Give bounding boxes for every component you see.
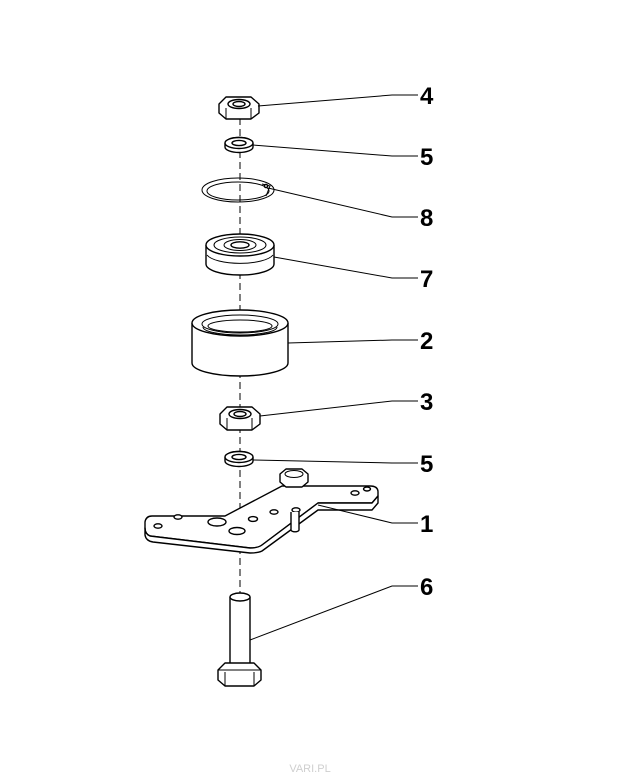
callout-number: 4 — [420, 83, 434, 110]
leader-2 — [287, 339, 418, 344]
part-bracket — [144, 468, 379, 554]
leader-7 — [273, 256, 418, 279]
part-roller — [191, 309, 289, 377]
leader-lines — [249, 94, 418, 641]
part-nut-top — [218, 96, 260, 120]
leader-8 — [267, 187, 418, 218]
leader-4 — [257, 94, 418, 107]
part-bearing — [205, 233, 275, 276]
leader-6 — [249, 585, 418, 641]
callout-number: 2 — [420, 328, 433, 355]
leader-3 — [259, 400, 418, 417]
callout-number: 6 — [420, 574, 433, 601]
part-washer-top — [224, 136, 254, 154]
leader-5-top — [252, 144, 418, 157]
leader-5-mid — [252, 459, 418, 464]
callout-number: 5 — [420, 144, 433, 171]
watermark: VARI.PL — [289, 763, 330, 775]
callout-number: 7 — [420, 266, 433, 293]
callout-number: 3 — [420, 389, 433, 416]
part-bolt — [217, 592, 262, 687]
part-circlip — [201, 177, 275, 203]
callout-number: 5 — [420, 451, 433, 478]
part-washer-mid — [224, 450, 254, 468]
part-nut-mid — [219, 406, 261, 431]
callout-number: 8 — [420, 205, 433, 232]
leader-1 — [317, 504, 418, 524]
callout-number: 1 — [420, 511, 433, 538]
